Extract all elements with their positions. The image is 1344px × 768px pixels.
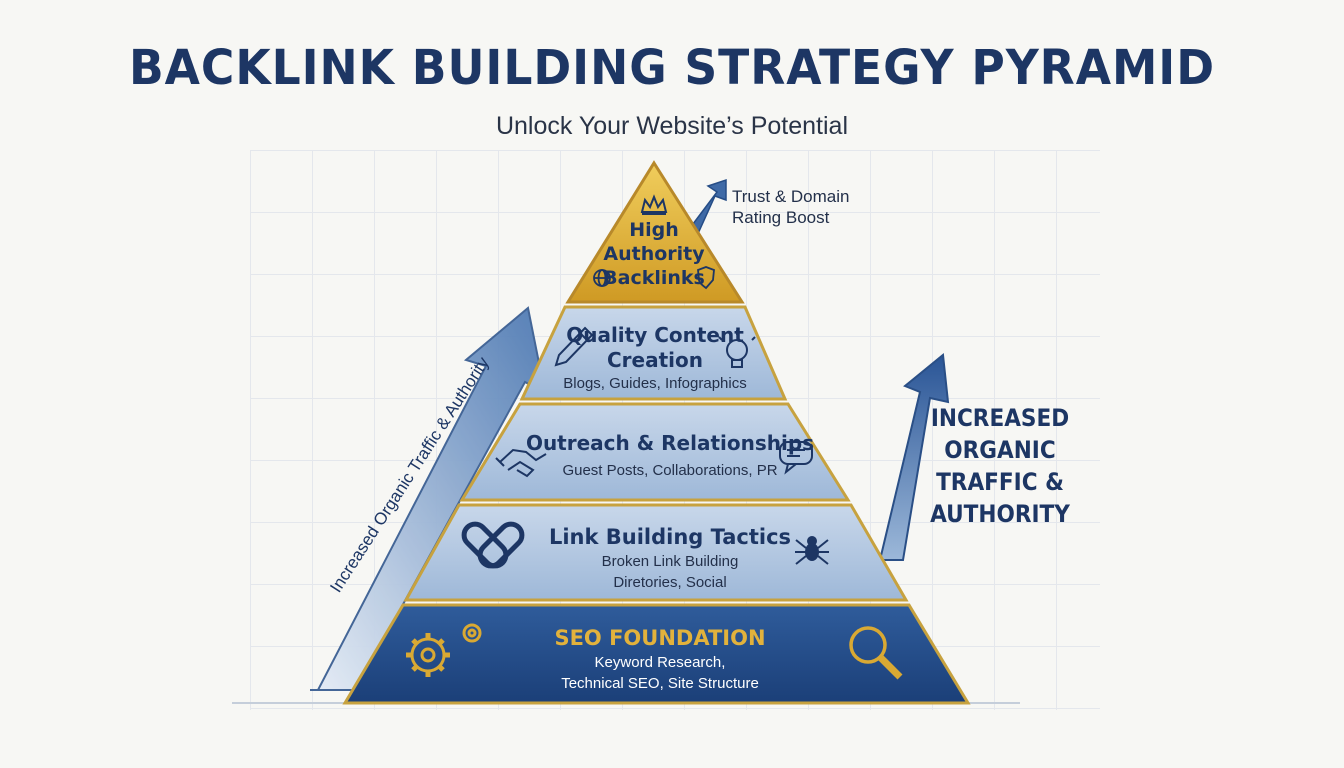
layer-description: Guest Posts, Collaborations, PR xyxy=(562,462,778,479)
layer-title-line: Authority xyxy=(603,243,705,265)
chat-bubble-icon xyxy=(779,441,813,475)
layer-title-line: Quality Content xyxy=(566,323,744,347)
magnifier-icon xyxy=(849,626,903,680)
layer-seo-foundation xyxy=(342,603,971,705)
right-label-line: ORGANIC xyxy=(944,436,1056,464)
layer-quality-content-label: Quality Content Creation Blogs, Guides, … xyxy=(555,323,755,395)
right-label-line: INCREASED xyxy=(930,404,1070,432)
layer-link-building xyxy=(403,503,909,602)
layer-description-line: Broken Link Building xyxy=(601,553,739,570)
spider-icon xyxy=(795,536,829,565)
layer-high-authority-label: High Authority Backlinks xyxy=(594,218,714,290)
layer-outreach-label: Outreach & Relationships Guest Posts, Co… xyxy=(520,430,820,486)
right-growth-label: INCREASED ORGANIC TRAFFIC & AUTHORITY xyxy=(928,402,1072,530)
page-title: BACKLINK BUILDING STRATEGY PYRAMID xyxy=(128,40,1216,96)
layer-title: Link Building Tactics xyxy=(548,525,792,549)
right-label-line: TRAFFIC & xyxy=(936,468,1064,496)
gears-icon xyxy=(406,623,482,677)
layer-title-line: High xyxy=(629,219,679,241)
layer-seo-foundation-label: SEO FOUNDATION Keyword Research, Technic… xyxy=(500,624,820,694)
layer-description-line: Technical SEO, Site Structure xyxy=(561,675,759,692)
top-note: Trust & Domain Rating Boost xyxy=(732,186,849,228)
layer-description-line: Keyword Research, xyxy=(594,654,726,671)
layer-title: SEO FOUNDATION xyxy=(554,626,766,650)
lightbulb-icon xyxy=(718,330,756,368)
shield-icon xyxy=(697,266,715,290)
layer-outreach xyxy=(459,402,851,502)
top-note-line: Rating Boost xyxy=(732,208,830,227)
layer-title: Outreach & Relationships xyxy=(525,431,815,455)
layer-high-authority xyxy=(565,160,745,304)
page-subtitle: Unlock Your Website’s Potential xyxy=(495,112,849,140)
handshake-icon xyxy=(495,448,547,478)
layer-link-building-label: Link Building Tactics Broken Link Buildi… xyxy=(520,523,820,593)
layer-title-line: Creation xyxy=(607,348,703,372)
pencil-icon xyxy=(554,326,594,367)
globe-icon xyxy=(593,269,611,287)
layer-description: Blogs, Guides, Infographics xyxy=(563,375,747,392)
top-note-line: Trust & Domain xyxy=(732,187,850,206)
layer-description-line: Diretories, Social xyxy=(613,574,727,591)
crown-icon xyxy=(640,194,668,215)
chain-link-icon xyxy=(461,521,525,569)
right-label-line: AUTHORITY xyxy=(930,500,1070,528)
right-growth-arrow xyxy=(872,353,950,561)
layer-title-line: Backlinks xyxy=(603,267,705,289)
